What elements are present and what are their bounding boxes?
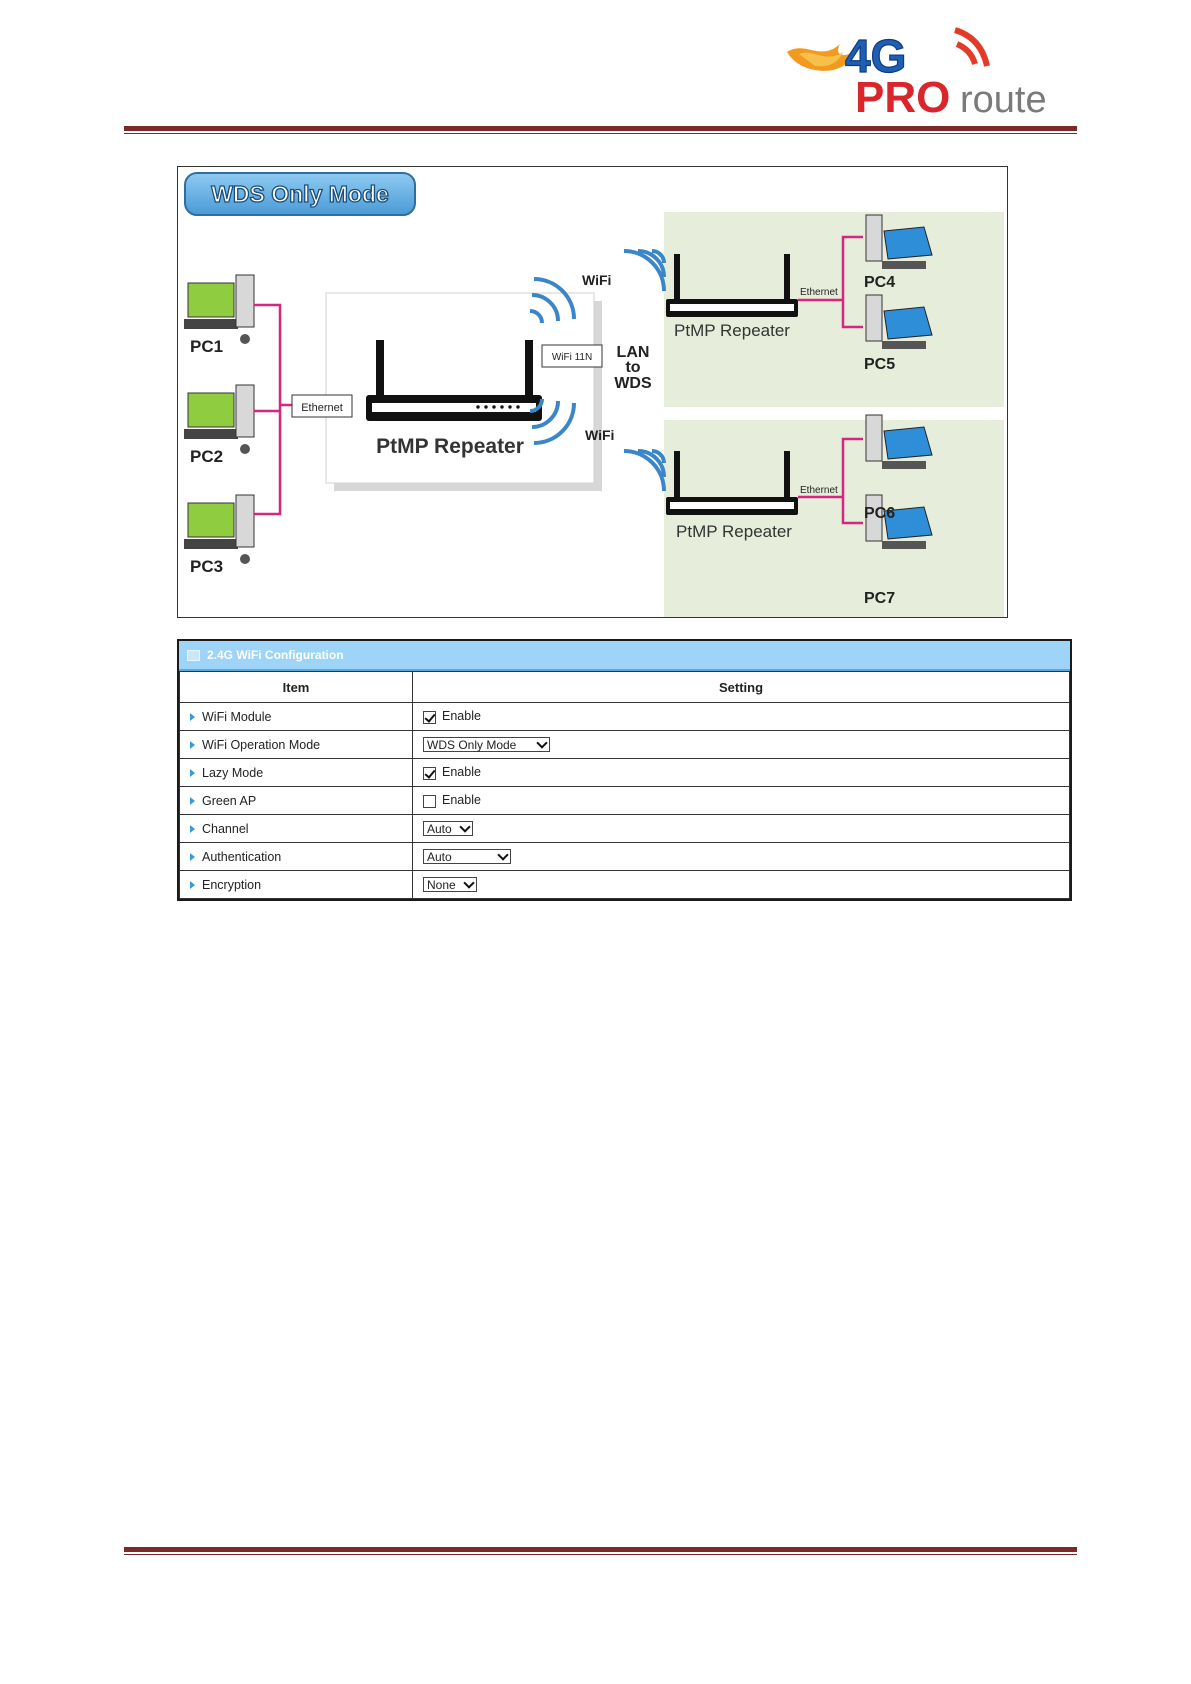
chevron-down-icon — [497, 848, 509, 861]
operation-mode-value: WDS Only Mode — [427, 737, 517, 752]
row-label-operation-mode: WiFi Operation Mode — [202, 737, 321, 752]
center-router-label: PtMP Repeater — [376, 435, 524, 458]
lan-to-wds-label-1: LAN — [617, 344, 650, 361]
pc5-label: PC5 — [864, 356, 895, 373]
svg-text:Ethernet: Ethernet — [800, 485, 838, 496]
row-label-wifi-module: WiFi Module — [202, 709, 272, 724]
lan-to-wds-label-2: to — [625, 359, 640, 376]
config-header: 2.4G WiFi Configuration — [179, 641, 1070, 671]
pc2-label: PC2 — [190, 447, 223, 466]
wifi-11n-box — [541, 344, 603, 368]
left-ethernet-lines — [254, 303, 292, 516]
green-ap-enable-label: Enable — [442, 793, 481, 808]
svg-text:Ethernet: Ethernet — [800, 287, 838, 298]
authentication-value: Auto — [427, 849, 452, 864]
bullet-arrow-icon — [190, 825, 195, 834]
row-label-green-ap: Green AP — [202, 793, 257, 808]
chevron-down-icon — [463, 876, 475, 889]
row-label-authentication: Authentication — [202, 849, 282, 864]
footer-rule — [124, 1547, 1077, 1555]
remote-top-ethernet-lines — [798, 235, 863, 329]
pc2-icon — [184, 384, 255, 454]
bullet-arrow-icon — [190, 713, 195, 722]
pc3-label: PC3 — [190, 557, 223, 576]
panel-icon — [187, 649, 200, 661]
svg-text:Ethernet: Ethernet — [301, 402, 343, 414]
ethernet-left-box — [291, 394, 353, 418]
green-ap-checkbox[interactable] — [423, 794, 436, 808]
pc1-icon — [184, 274, 255, 344]
pc6-label: PC6 — [864, 505, 895, 522]
pc7-label: PC7 — [864, 590, 895, 607]
wifi-module-enable-label: Enable — [442, 709, 481, 724]
table-row: Encryption None — [179, 870, 1070, 899]
encryption-select[interactable]: None — [423, 876, 477, 893]
remote-router-bottom-label: PtMP Repeater — [676, 522, 792, 541]
remote-panel-bottom — [664, 420, 1004, 617]
remote-router-bottom-icon — [666, 451, 798, 515]
row-label-lazy-mode: Lazy Mode — [202, 765, 264, 780]
operation-mode-select[interactable]: WDS Only Mode — [423, 736, 550, 753]
config-title: 2.4G WiFi Configuration — [207, 648, 344, 662]
center-wifi-top-icon — [529, 277, 576, 324]
encryption-value: None — [427, 877, 456, 892]
remote-router-top-label: PtMP Repeater — [674, 321, 790, 340]
pc3-icon — [184, 494, 255, 564]
row-label-encryption: Encryption — [202, 877, 262, 892]
svg-text:4G: 4G — [845, 30, 906, 82]
col-setting-header: Setting — [412, 671, 1070, 703]
wifi-config-panel: 2.4G WiFi Configuration Item Setting WiF… — [177, 639, 1072, 901]
lazy-mode-checkbox[interactable] — [423, 766, 436, 780]
svg-text:WDS Only Mode: WDS Only Mode — [211, 181, 389, 207]
remote-bottom-ethernet-lines — [798, 437, 863, 525]
chevron-down-icon — [536, 736, 548, 749]
4g-proroute-logo: 4G PRO route — [787, 27, 1047, 117]
channel-select[interactable]: Auto — [423, 820, 473, 837]
center-card — [325, 292, 595, 484]
svg-text:WiFi 11N: WiFi 11N — [552, 352, 592, 363]
table-row: Lazy Mode Enable — [179, 758, 1070, 787]
pc4-icon — [865, 214, 933, 269]
svg-text:route: route — [960, 79, 1047, 117]
center-router-icon — [366, 340, 542, 421]
remote-wifi-top-icon — [623, 249, 666, 292]
wifi-bottom-label: WiFi — [585, 427, 614, 443]
table-row: Green AP Enable — [179, 786, 1070, 815]
bullet-arrow-icon — [190, 881, 195, 890]
wifi-top-label: WiFi — [582, 272, 611, 288]
chevron-down-icon — [459, 820, 471, 833]
mode-badge: WDS Only Mode — [184, 172, 416, 216]
col-item-header: Item — [179, 671, 413, 703]
wds-diagram: WDS Only Mode PC1 PC2 PC3 — [177, 166, 1008, 618]
wifi-module-checkbox[interactable] — [423, 710, 436, 724]
pc5-icon — [865, 294, 933, 349]
remote-wifi-bottom-icon — [623, 449, 666, 492]
row-label-channel: Channel — [202, 821, 249, 836]
header-rule — [124, 126, 1077, 134]
remote-router-top-icon — [666, 254, 798, 317]
bullet-arrow-icon — [190, 797, 195, 806]
table-row: Channel Auto — [179, 814, 1070, 843]
bullet-arrow-icon — [190, 741, 195, 750]
channel-value: Auto — [427, 821, 452, 836]
svg-text:PRO: PRO — [855, 73, 950, 117]
table-row: WiFi Module Enable — [179, 702, 1070, 731]
pc4-label: PC4 — [864, 274, 895, 291]
config-table: Item Setting WiFi Module Enable WiFi Ope… — [179, 671, 1070, 899]
pc6-icon — [865, 414, 933, 469]
table-row: WiFi Operation Mode WDS Only Mode — [179, 730, 1070, 759]
center-wifi-bottom-icon — [529, 398, 576, 445]
pc1-label: PC1 — [190, 337, 223, 356]
authentication-select[interactable]: Auto — [423, 848, 511, 865]
pc7-icon — [865, 494, 933, 549]
table-row: Authentication Auto — [179, 842, 1070, 871]
bullet-arrow-icon — [190, 853, 195, 862]
bullet-arrow-icon — [190, 769, 195, 778]
lazy-mode-enable-label: Enable — [442, 765, 481, 780]
lan-to-wds-label-3: WDS — [614, 375, 652, 392]
